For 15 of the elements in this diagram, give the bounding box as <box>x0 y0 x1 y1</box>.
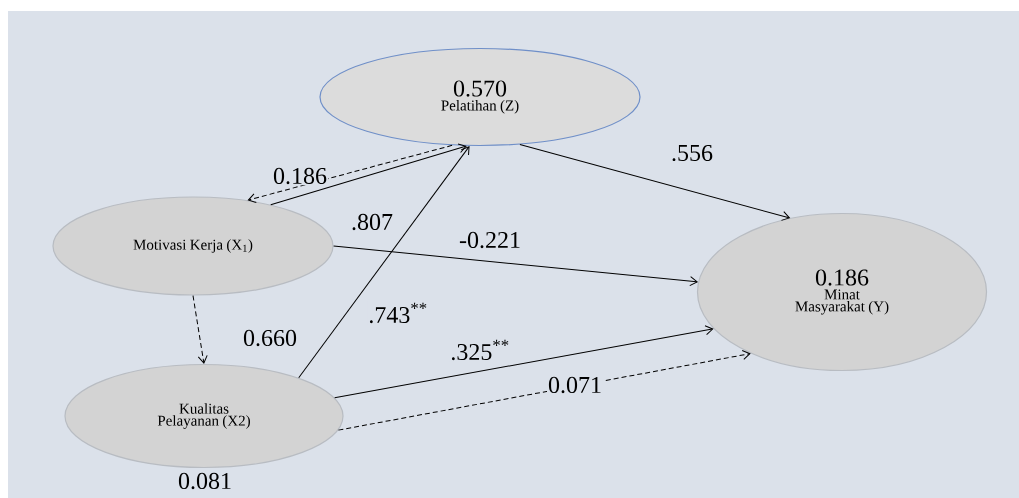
arrow <box>337 350 751 431</box>
arrow <box>519 144 790 221</box>
ellipse-node: 0.570 Pelatihan (Z) <box>319 47 641 147</box>
ellipse-node: 0.186 Minat Masyarakat (Y) <box>696 212 988 372</box>
ellipse-node: Kualitas Pelayanan (X2) <box>64 363 344 469</box>
edge-label: .743$^{**}$ <box>367 301 429 325</box>
arrow <box>298 146 470 379</box>
arrow <box>192 295 208 364</box>
ellipse-node: Motivasi Kerja (X$_{1}$) <box>52 196 334 296</box>
edge-label: .325$^{**}$ <box>449 338 511 362</box>
arrow <box>270 143 467 206</box>
arrow <box>247 144 453 204</box>
arrow <box>334 325 714 399</box>
arrow <box>333 245 698 287</box>
node-caption: 0.081 <box>178 472 231 490</box>
